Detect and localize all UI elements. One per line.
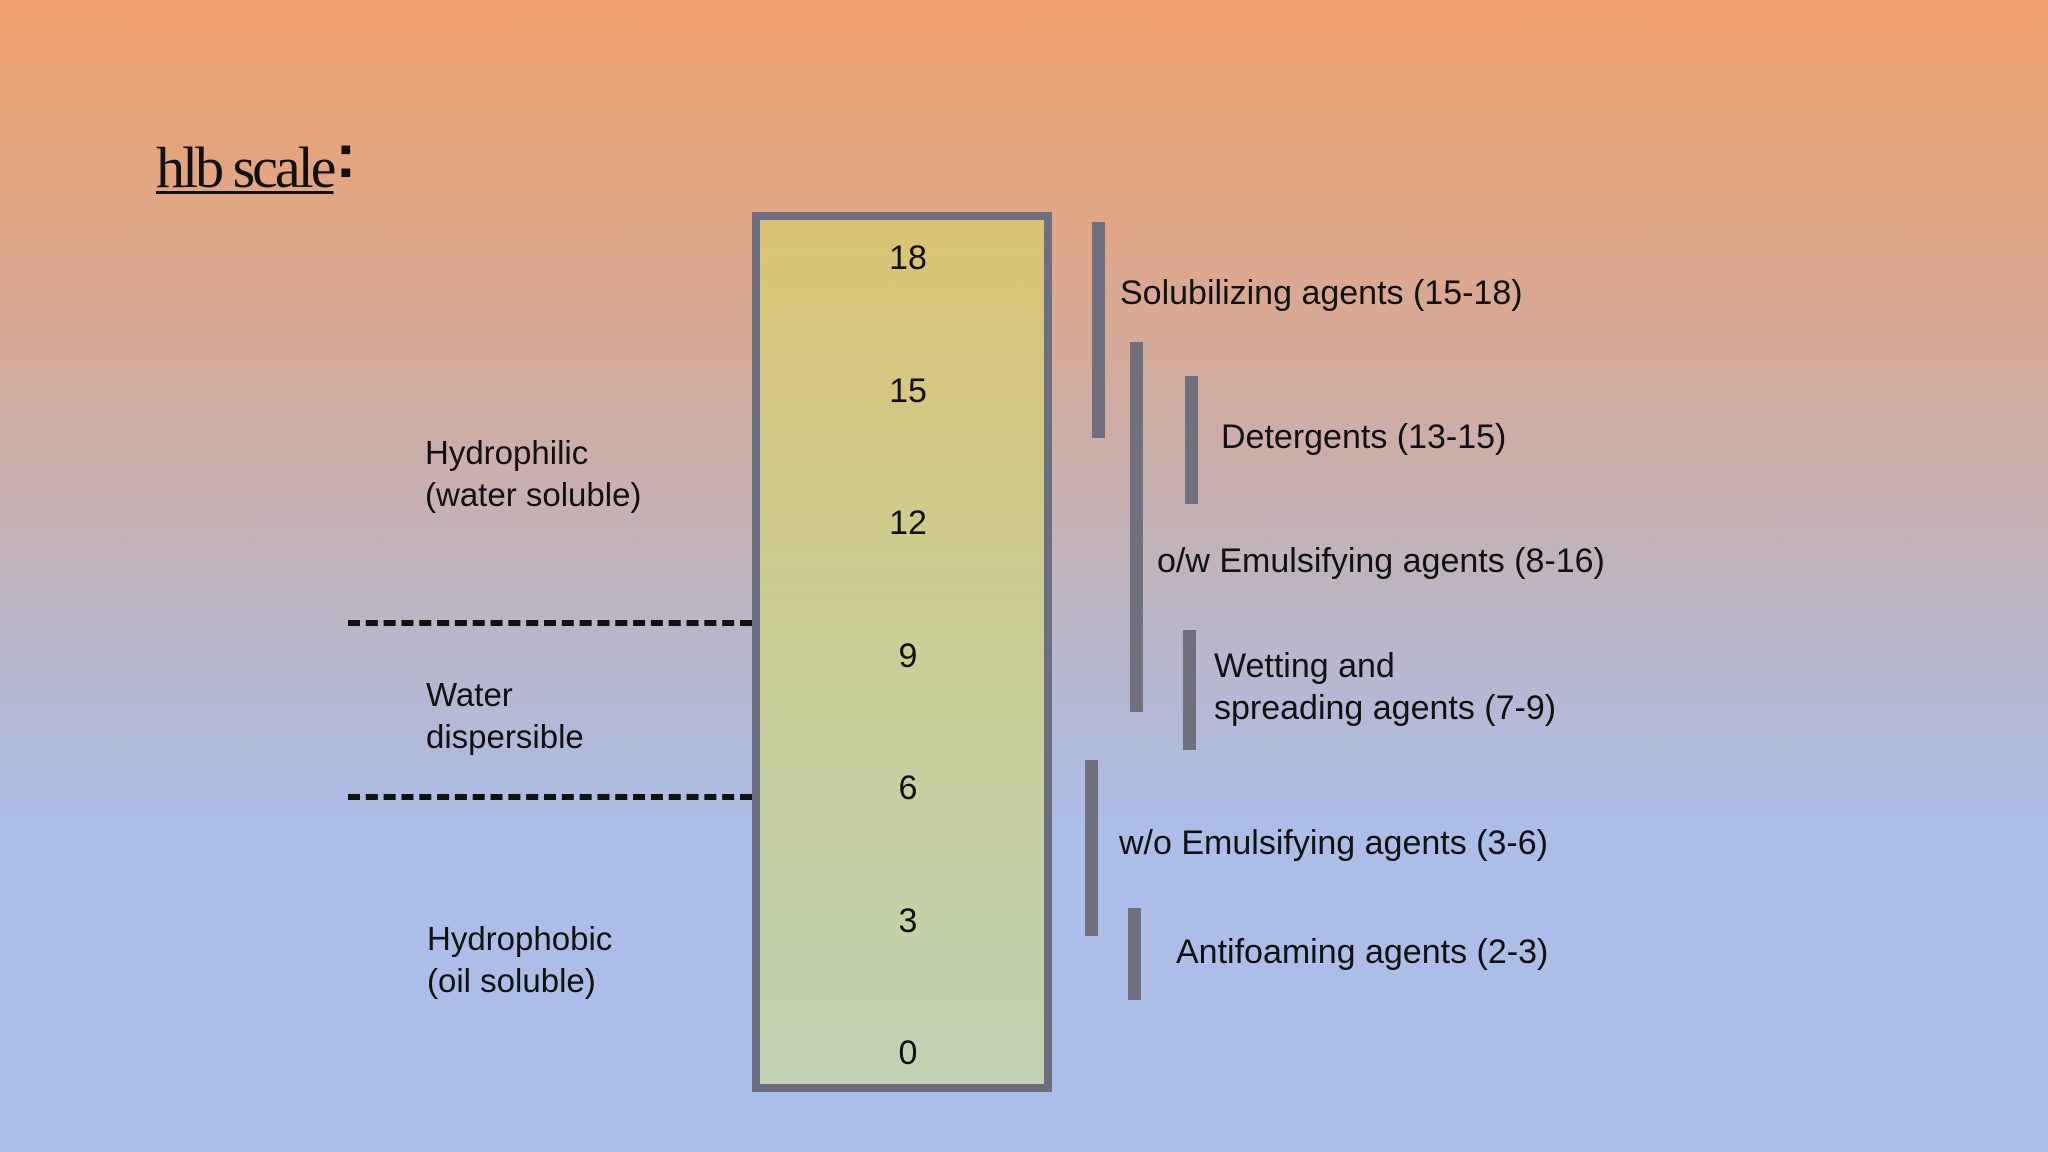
bracket-wo-emulsifying xyxy=(1085,760,1098,936)
scale-tick-18: 18 xyxy=(889,239,927,277)
title-colon: : xyxy=(335,122,357,191)
label-ow-emulsifying: o/w Emulsifying agents (8-16) xyxy=(1157,542,1605,580)
scale-tick-6: 6 xyxy=(898,769,918,807)
zone-hydrophilic: Hydrophilic (water soluble) xyxy=(425,432,641,516)
title-text: hlb scale xyxy=(156,135,337,200)
scale-tick-15: 15 xyxy=(889,371,927,410)
zone-hydrophobic-line1: Hydrophobic xyxy=(427,920,613,957)
label-solubilizing: Solubilizing agents (15-18) xyxy=(1120,274,1523,312)
bracket-ow-emulsifying xyxy=(1130,342,1143,712)
bracket-detergents xyxy=(1185,376,1198,504)
zone-water-dispersible-line2: dispersible xyxy=(426,718,584,755)
bracket-solubilizing xyxy=(1092,222,1105,438)
zone-water-dispersible: Water dispersible xyxy=(426,674,584,758)
bracket-antifoaming xyxy=(1128,908,1141,1000)
scale-tick-12: 12 xyxy=(889,504,927,542)
scale-tick-9: 9 xyxy=(898,636,918,675)
zone-water-dispersible-line1: Water xyxy=(426,676,513,713)
label-wetting-line1: Wetting and xyxy=(1214,647,1395,685)
scale-tick-3: 3 xyxy=(898,901,918,940)
label-detergents: Detergents (13-15) xyxy=(1221,418,1507,456)
label-wetting: Wetting and spreading agents (7-9) xyxy=(1214,645,1556,729)
zone-hydrophobic-line2: (oil soluble) xyxy=(427,962,596,999)
scale-tick-0: 0 xyxy=(898,1034,918,1072)
label-wetting-line2: spreading agents (7-9) xyxy=(1214,689,1557,727)
hlb-scale-bar xyxy=(752,212,1052,1092)
zone-hydrophobic: Hydrophobic (oil soluble) xyxy=(427,918,612,1002)
divider-dashed-upper xyxy=(348,620,752,626)
label-antifoaming: Antifoaming agents (2-3) xyxy=(1176,933,1549,971)
zone-hydrophilic-line2: (water soluble) xyxy=(425,476,642,513)
page-title: hlb scale: xyxy=(156,126,356,200)
label-wo-emulsifying: w/o Emulsifying agents (3-6) xyxy=(1119,824,1548,862)
zone-hydrophilic-line1: Hydrophilic xyxy=(425,434,589,471)
bracket-wetting xyxy=(1183,630,1196,750)
divider-dashed-lower xyxy=(348,794,752,800)
